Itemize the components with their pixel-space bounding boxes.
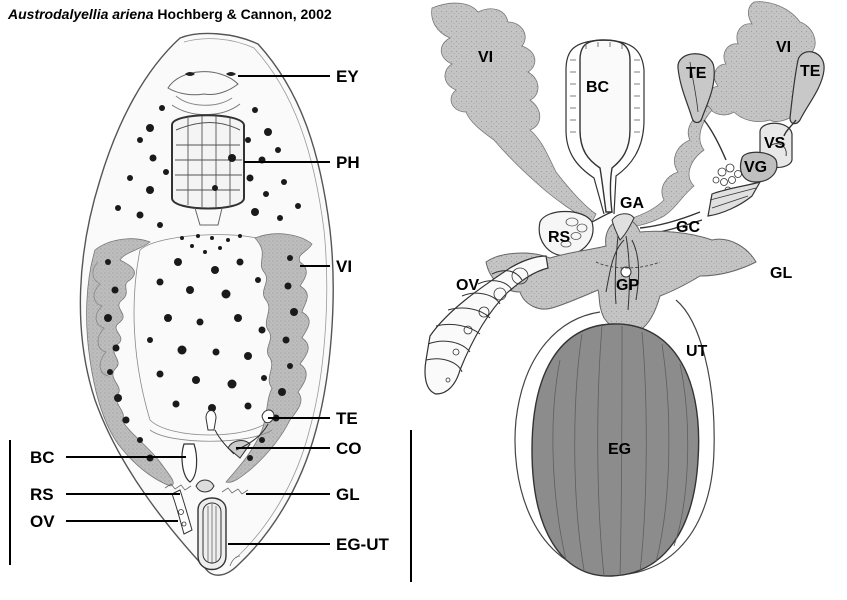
label-vs: VS (764, 135, 786, 152)
testis-right (789, 51, 825, 125)
label-eg: EG (608, 441, 631, 458)
label-vg: VG (744, 159, 767, 176)
label-ph: PH (336, 153, 360, 172)
label-gc: GC (676, 219, 700, 236)
label-ut: UT (686, 343, 708, 360)
label-te-right-b: TE (800, 63, 821, 80)
label-ey: EY (336, 67, 359, 86)
label-ov-right: OV (456, 277, 479, 294)
bursa-copulatrix (579, 39, 631, 213)
label-gl-left: GL (336, 485, 360, 504)
whole-animal-drawing (79, 32, 334, 576)
label-bc-left: BC (30, 448, 55, 467)
reproductive-system-drawing (424, 1, 825, 577)
label-rs-right: RS (548, 229, 571, 246)
label-vi-right-b: VI (776, 39, 791, 56)
label-te-right-a: TE (686, 65, 707, 82)
label-vi-left: VI (336, 257, 352, 276)
species-name: Austrodalyellia ariena (8, 6, 154, 22)
vitellarium-upper-left (431, 2, 597, 223)
label-ov-left: OV (30, 512, 55, 531)
label-rs-left: RS (30, 485, 54, 504)
label-gp: GP (616, 277, 639, 294)
figure-caption: Austrodalyellia ariena Hochberg & Cannon… (8, 6, 332, 22)
vitellarium-right (225, 233, 313, 483)
label-vi-right-a: VI (478, 49, 493, 66)
pharynx (171, 114, 245, 226)
egg-capsule (531, 323, 700, 577)
label-bc-right: BC (586, 79, 610, 96)
label-te-left: TE (336, 409, 358, 428)
label-eg-ut: EG-UT (336, 535, 390, 554)
gland-lobes (485, 218, 757, 332)
vitellarium-left (86, 238, 174, 487)
label-gl-right: GL (770, 265, 792, 282)
left-leader-lines (66, 75, 330, 545)
authors: Hochberg & Cannon, 2002 (157, 6, 332, 22)
ovary (424, 255, 549, 395)
label-co: CO (336, 439, 362, 458)
seminal-receptacle (538, 211, 594, 257)
label-ga: GA (620, 195, 644, 212)
testis-left (677, 53, 715, 124)
pigment-dots (104, 105, 301, 462)
